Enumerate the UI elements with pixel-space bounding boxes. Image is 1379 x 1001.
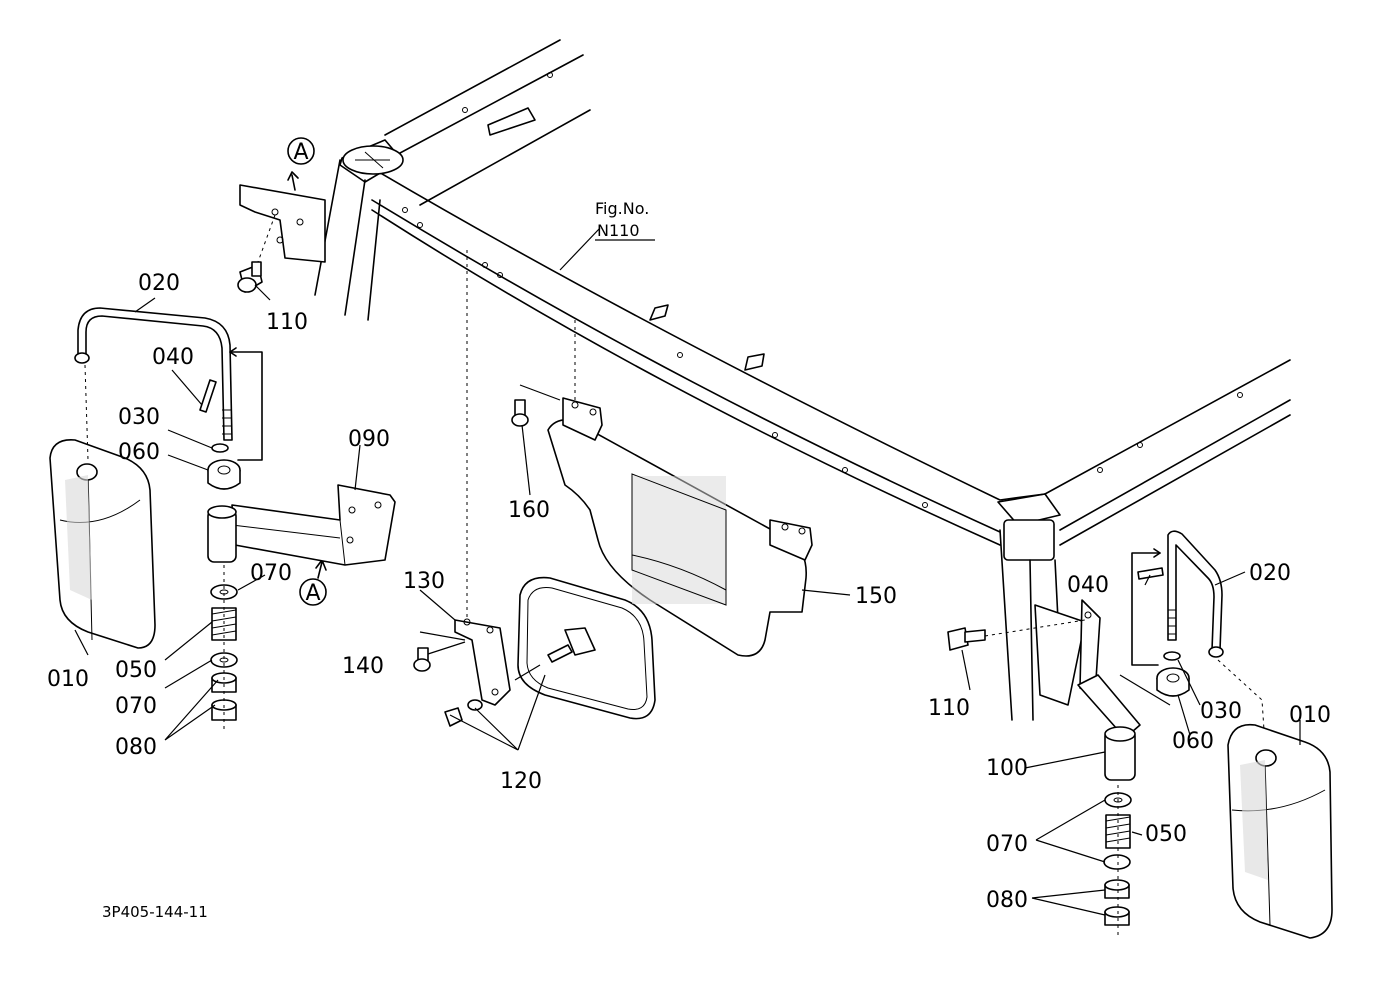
leader-lines [74,227,1301,916]
label-060-right: 060 [1172,729,1214,754]
label-020-right: 020 [1249,561,1291,586]
part-labels: 020 040 030 060 090 110 070 010 050 070 … [47,199,1331,921]
washer-030-left [211,443,229,453]
rear-view-mirror [514,576,656,720]
label-110-right: 110 [928,696,970,721]
label-120: 120 [500,769,542,794]
label-040-right: 040 [1067,573,1109,598]
mirror-010-right [1227,723,1333,939]
label-080-right: 080 [986,888,1028,913]
install-arrow-right [1119,548,1171,706]
label-050-left: 050 [115,658,157,683]
beam-holes [402,72,1243,508]
label-020-left: 020 [138,271,180,296]
label-060-left: 060 [118,440,160,465]
label-010-left: 010 [47,667,89,692]
label-150: 150 [855,584,897,609]
label-110-left: 110 [266,310,308,335]
label-070-left-bot: 070 [115,694,157,719]
collar-060-left [207,459,241,490]
screw-160 [511,384,561,427]
arm-100 [1077,674,1141,781]
mirror-stay-020-left [74,307,233,461]
bolt-140 [413,631,466,672]
figure-ref-line2: N110 [597,221,640,240]
label-130: 130 [403,569,445,594]
label-090: 090 [348,427,390,452]
callout-a-top: A [287,137,315,191]
figure-ref-line1: Fig.No. [595,199,649,218]
label-030-right: 030 [1200,699,1242,724]
label-100: 100 [986,756,1028,781]
label-140: 140 [342,654,384,679]
washer-030-right [1163,651,1181,661]
label-040-left: 040 [152,345,194,370]
bracket-130 [454,250,511,706]
cab-frame [314,39,1291,721]
label-010-right: 010 [1289,703,1331,728]
label-160: 160 [508,498,550,523]
arm-090 [207,484,396,566]
drawing-id: 3P405-144-11 [102,903,208,921]
bolt-110-right [947,619,1086,651]
left-mount-plate [239,184,326,263]
pin-040-left [199,379,217,413]
install-arrow-left [229,347,263,461]
label-070-left-top: 070 [250,561,292,586]
callout-a-bottom: A [299,559,327,606]
svg-text:A: A [305,581,320,606]
pin-040-right [1137,567,1164,580]
label-030-left: 030 [118,405,160,430]
svg-text:A: A [293,140,308,165]
right-mount-plate [1034,599,1101,706]
label-080-left: 080 [115,735,157,760]
sun-visor-150 [547,320,813,657]
label-050-right: 050 [1145,822,1187,847]
stack-right [1103,785,1132,935]
mirror-010-left [49,439,156,649]
bolt-110-left [237,261,263,293]
collar-060-right [1156,667,1190,697]
label-070-right: 070 [986,832,1028,857]
